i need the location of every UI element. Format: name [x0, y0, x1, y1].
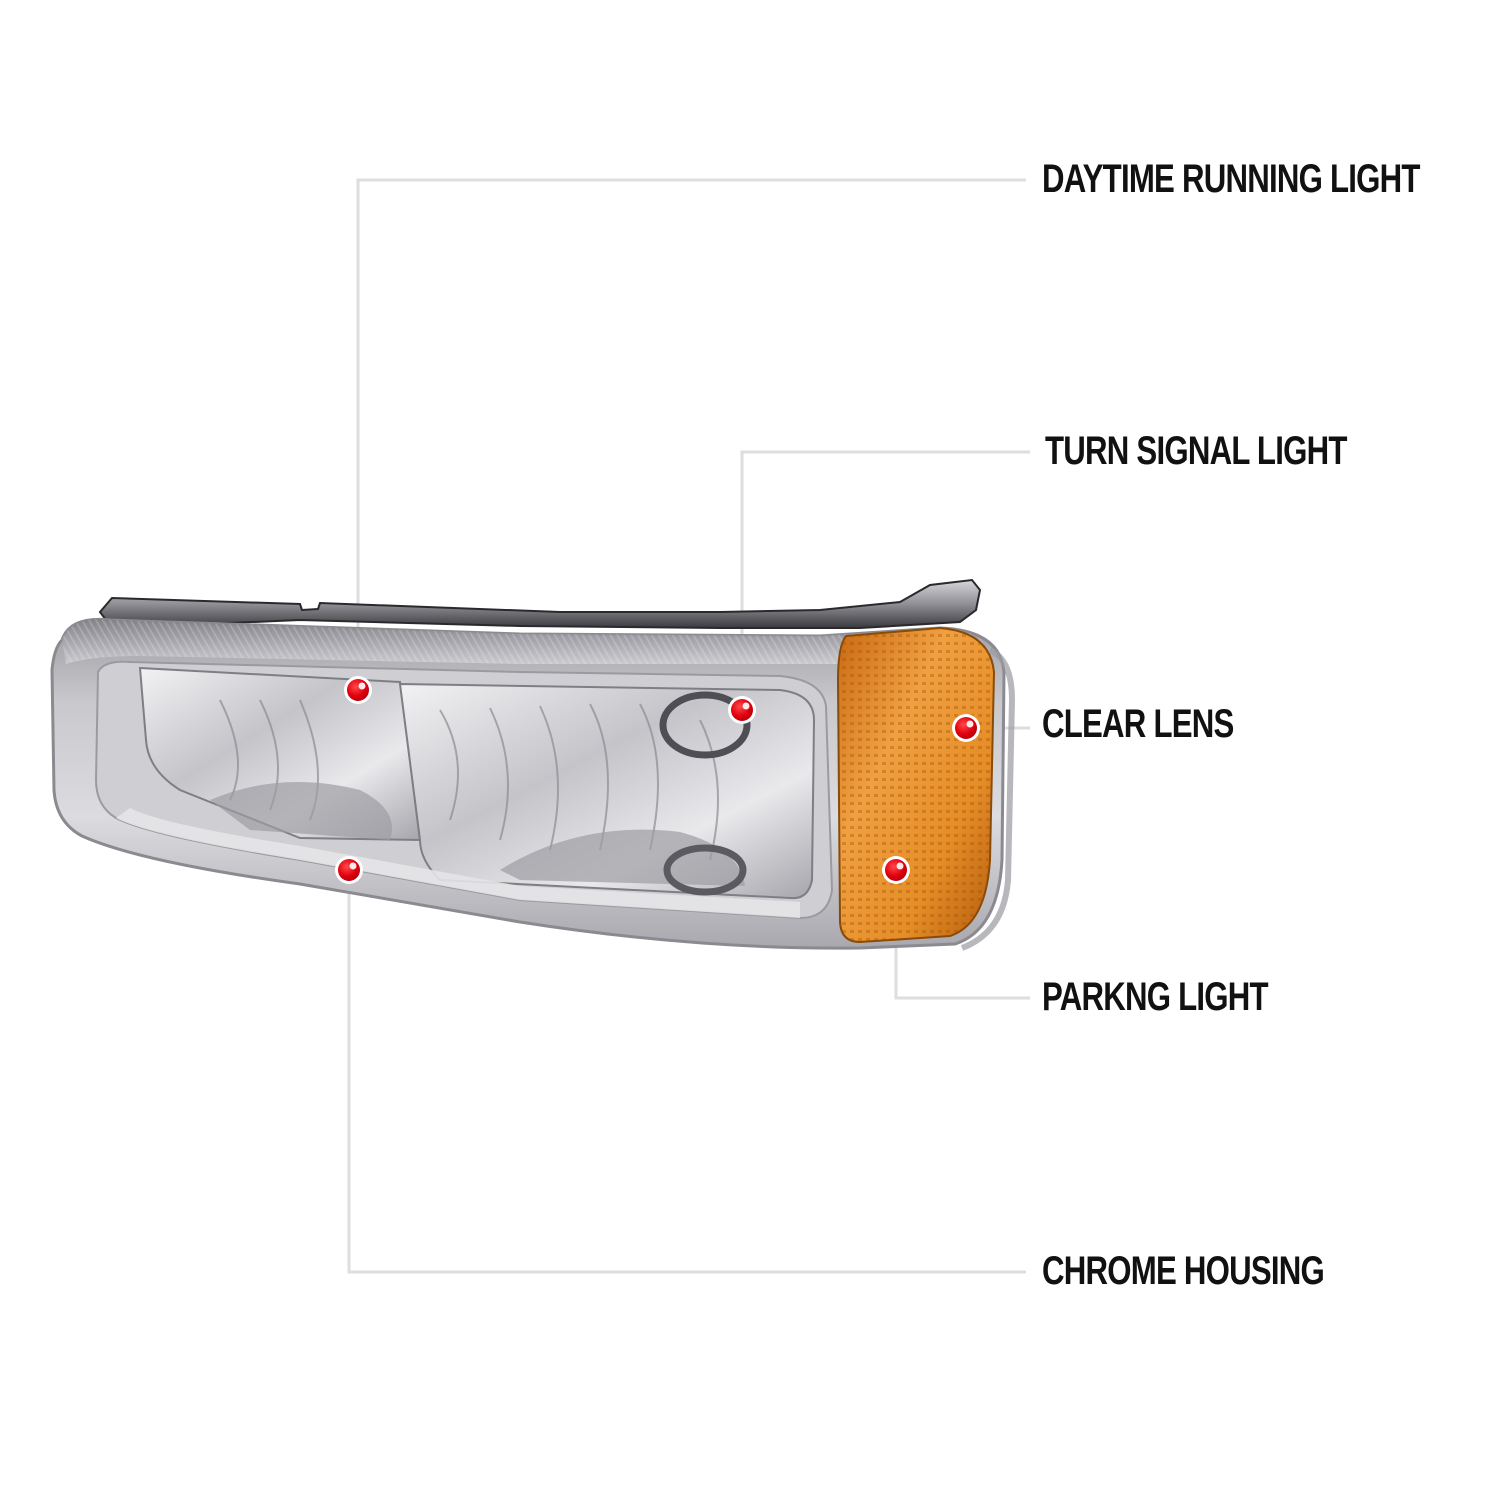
dot-daytime-running-light [344, 676, 372, 704]
label-chrome-housing: CHROME HOUSING [1042, 1249, 1325, 1293]
leader-line-chrome-housing [347, 870, 1026, 1274]
dot-parking-light [882, 856, 910, 884]
label-clear-lens: CLEAR LENS [1042, 702, 1234, 746]
label-turn-signal-light: TURN SIGNAL LIGHT [1045, 429, 1347, 473]
headlamp-body [50, 578, 1016, 951]
dot-clear-lens [952, 714, 980, 742]
leader-line-daytime-running-light [356, 178, 1026, 690]
callout-dots [335, 676, 980, 884]
label-parking-light: PARKNG LIGHT [1042, 975, 1269, 1019]
dot-turn-signal-light [728, 696, 756, 724]
label-daytime-running-light: DAYTIME RUNNING LIGHT [1042, 157, 1420, 201]
dot-chrome-housing [335, 856, 363, 884]
